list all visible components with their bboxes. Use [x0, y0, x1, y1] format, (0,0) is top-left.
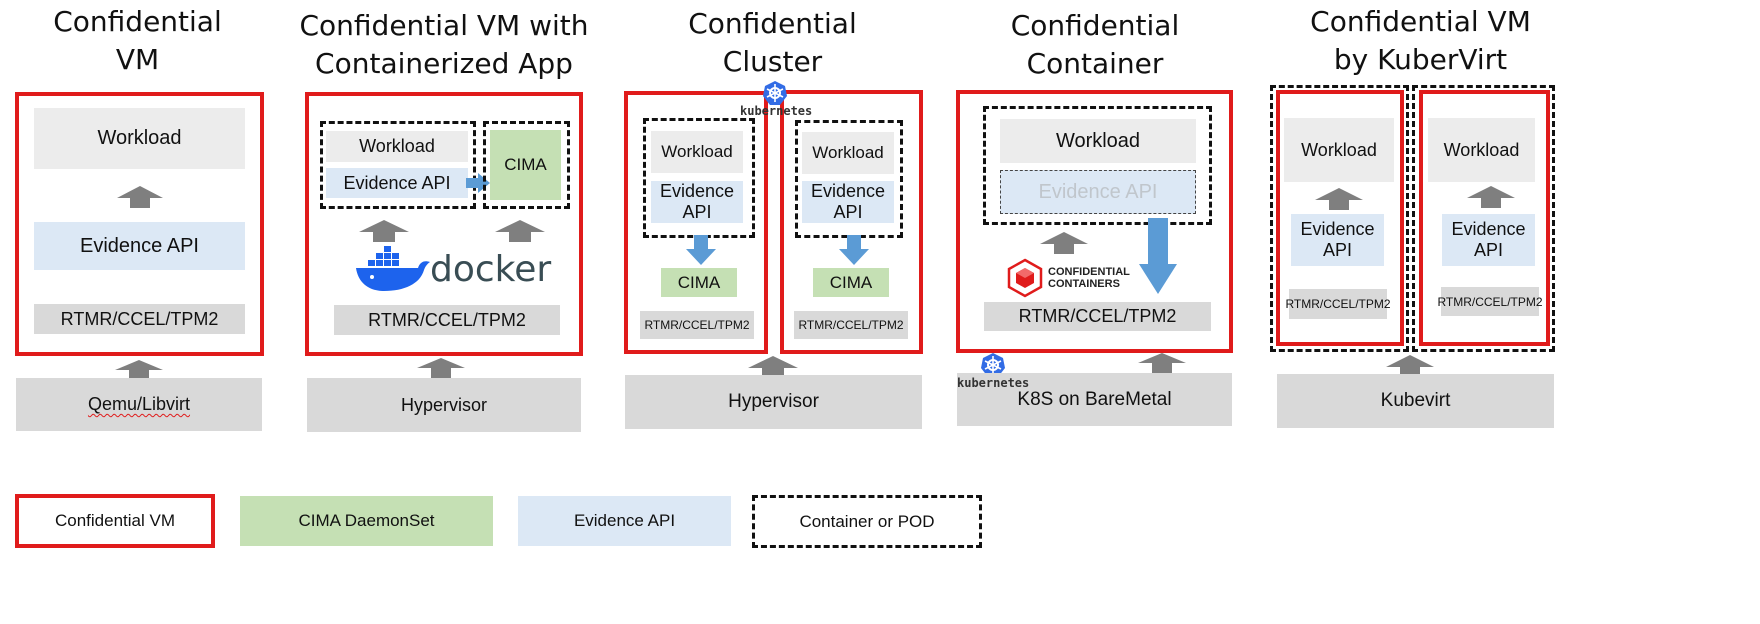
panel2-workload: Workload [326, 131, 468, 162]
panel4-confidential-vm-box [956, 90, 1233, 353]
panel2-evidence-api: Evidence API [326, 168, 468, 198]
panel3-base-layer: Hypervisor [625, 375, 922, 429]
up-arrow-icon [117, 186, 163, 208]
up-arrow-icon [1040, 232, 1088, 254]
up-arrow-icon [1315, 188, 1363, 210]
legend-cima-daemonset-label: CIMA DaemonSet [298, 511, 434, 531]
panel3-right-workload: Workload [802, 132, 894, 174]
panel3-title: Confidential Cluster [650, 5, 895, 81]
panel5-left-workload: Workload [1284, 118, 1394, 182]
panel5-left-evidence-api: Evidence API [1291, 214, 1384, 266]
panel2-cima-container-box [483, 121, 570, 209]
panel5-left-measurement: RTMR/CCEL/TPM2 [1285, 289, 1391, 319]
panel4-container-box [983, 106, 1212, 225]
panel3-kubernetes-label: kubernetes [740, 104, 813, 118]
panel3-left-workload: Workload [651, 131, 743, 173]
panel4-coco-line1: CONFIDENTIAL [1048, 266, 1130, 278]
panel1-workload: Workload [34, 108, 245, 169]
panel5-right-measurement: RTMR/CCEL/TPM2 [1437, 287, 1543, 316]
legend-confidential-vm-label: Confidential VM [54, 511, 175, 530]
down-arrow-icon [839, 235, 869, 265]
panel5-left-confidential-vm-box [1276, 90, 1404, 346]
panel4-workload: Workload [1000, 119, 1196, 163]
down-arrow-icon [1139, 218, 1177, 294]
confidential-containers-logo-icon [1007, 258, 1043, 298]
panel5-title-line1: Confidential VM [1310, 5, 1531, 38]
panel1-title: Confidential VM [15, 3, 260, 79]
panel5-title-line2: by KuberVirt [1293, 41, 1548, 79]
kubernetes-logo-icon [981, 353, 1005, 377]
legend-confidential-vm: Confidential VM [15, 494, 215, 548]
panel4-measurement: RTMR/CCEL/TPM2 [984, 302, 1211, 331]
panel3-left-cima: CIMA [661, 268, 737, 297]
panel4-coco-wordmark: CONFIDENTIAL CONTAINERS [1048, 266, 1130, 290]
panel4-base-layer: K8S on BareMetal [957, 373, 1232, 426]
panel1-title-line2: VM [115, 43, 160, 76]
panel1-measurement: RTMR/CCEL/TPM2 [34, 304, 245, 334]
panel5-right-confidential-vm-box [1419, 90, 1550, 346]
panel1-title-line1: Confidential [53, 5, 222, 38]
panel2-confidential-vm-box [305, 92, 583, 356]
panel2-cima: CIMA [490, 130, 561, 200]
panel1-confidential-vm-box [15, 92, 264, 356]
panel1-base-label: Qemu/Libvirt [87, 394, 191, 414]
panel2-docker-wordmark: docker [430, 249, 552, 290]
panel5-right-workload: Workload [1428, 118, 1535, 182]
legend-container-or-pod-label: Container or POD [799, 511, 935, 531]
up-arrow-icon [1138, 353, 1186, 373]
panel1-evidence-api: Evidence API [34, 222, 245, 270]
panel1-base-layer: Qemu/Libvirt [16, 378, 262, 431]
up-arrow-icon [1386, 355, 1434, 377]
panel5-right-pod-box [1412, 85, 1555, 352]
panel4-title: Confidential Container [970, 7, 1220, 83]
panel3-right-cima: CIMA [813, 268, 889, 297]
up-arrow-icon [115, 360, 163, 380]
docker-logo-icon [356, 246, 430, 291]
panel4-coco-line2: CONTAINERS [1048, 278, 1120, 290]
panel3-left-measurement: RTMR/CCEL/TPM2 [640, 311, 754, 339]
panel3-title-line1: Confidential [688, 7, 857, 40]
panel3-right-measurement: RTMR/CCEL/TPM2 [794, 311, 908, 339]
down-arrow-icon [686, 235, 716, 265]
up-arrow-icon [495, 220, 545, 242]
panel3-left-confidential-vm-box [624, 91, 768, 354]
panel3-right-confidential-vm-box [780, 90, 923, 354]
panel4-evidence-api: Evidence API [1000, 170, 1196, 214]
panel2-base-layer: Hypervisor [307, 378, 581, 432]
panel2-container-box [320, 121, 476, 209]
panel4-base-label: K8S on BareMetal [1017, 388, 1172, 410]
panel5-left-pod-box [1270, 85, 1409, 352]
panel5-right-evidence-api: Evidence API [1442, 214, 1535, 266]
panel3-right-evidence-api: Evidence API [802, 181, 894, 223]
panel4-title-line1: Confidential [1010, 9, 1180, 42]
panel2-title-line1: Confidential VM with [299, 9, 589, 42]
legend-cima-daemonset-text: CIMA DaemonSet [298, 511, 435, 530]
panel3-left-evidence-api: Evidence API [651, 181, 743, 223]
up-arrow-icon [748, 356, 798, 378]
panel2-title: Confidential VM with Containerized App [296, 7, 592, 83]
kubernetes-logo-icon [763, 81, 787, 105]
panel4-kubernetes-label: kubernetes [957, 376, 1030, 390]
panel2-measurement: RTMR/CCEL/TPM2 [334, 305, 560, 335]
up-arrow-icon [359, 220, 409, 242]
panel3-title-line2: Cluster [722, 45, 823, 78]
legend-evidence-api: Evidence API [518, 496, 731, 546]
up-arrow-icon [1467, 186, 1515, 208]
legend-container-or-pod: Container or POD [752, 495, 982, 548]
panel5-base-layer: Kubevirt [1277, 374, 1554, 428]
panel2-title-line2: Containerized App [315, 47, 573, 80]
panel5-title: Confidential VM by KuberVirt [1293, 3, 1548, 79]
panel4-title-line2: Container [1026, 47, 1164, 80]
legend-cima-daemonset: CIMA DaemonSet [240, 496, 493, 546]
up-arrow-icon [417, 358, 465, 378]
panel5-title-line2-text: by KuberVirt [1333, 43, 1508, 76]
